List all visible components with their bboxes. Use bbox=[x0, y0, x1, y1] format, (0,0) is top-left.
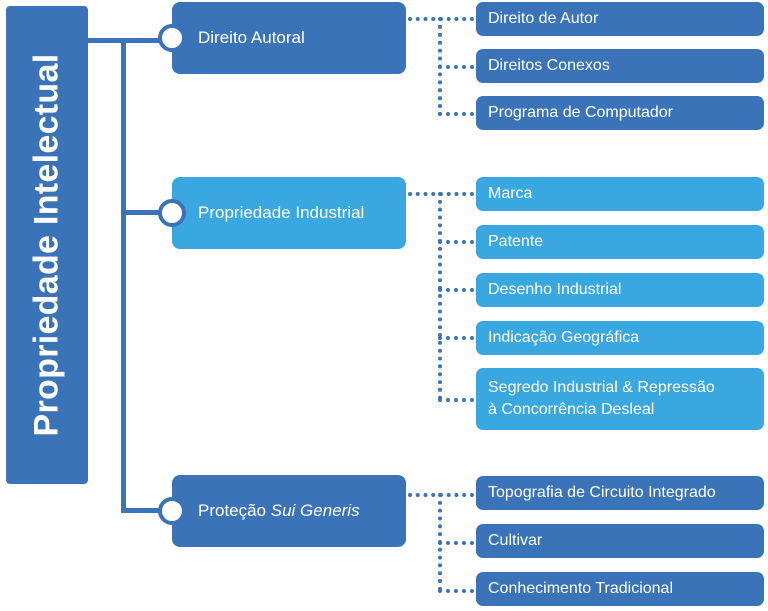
trunk-horizontal-line bbox=[88, 38, 172, 43]
dotted-connector bbox=[438, 398, 474, 402]
leaf-patente: Patente bbox=[476, 225, 764, 259]
dotted-connector bbox=[438, 192, 442, 400]
category-label: Direito Autoral bbox=[198, 28, 305, 47]
dotted-connector bbox=[438, 336, 474, 340]
leaf-cultivar: Cultivar bbox=[476, 524, 764, 558]
leaf-label: Conhecimento Tradicional bbox=[488, 580, 673, 597]
node-dot bbox=[158, 24, 186, 52]
dotted-connector bbox=[438, 112, 474, 116]
dotted-connector bbox=[438, 589, 474, 593]
dotted-connector bbox=[438, 288, 474, 292]
leaf-label: Programa de Computador bbox=[488, 104, 673, 121]
leaf-label: Direito de Autor bbox=[488, 10, 599, 27]
leaf-label: Direitos Conexos bbox=[488, 57, 610, 74]
leaf-indicacao-geografica: Indicação Geográfica bbox=[476, 321, 764, 355]
dotted-connector bbox=[438, 541, 474, 545]
leaf-programa-de-computador: Programa de Computador bbox=[476, 96, 764, 130]
leaf-label: Topografia de Circuito Integrado bbox=[488, 484, 716, 501]
leaf-label: Patente bbox=[488, 233, 544, 250]
leaf-direito-de-autor: Direito de Autor bbox=[476, 2, 764, 36]
category-protecao-sui-generis: Proteção Sui Generis bbox=[158, 475, 406, 547]
leaf-direitos-conexos: Direitos Conexos bbox=[476, 49, 764, 83]
dotted-connector bbox=[438, 240, 474, 244]
category-direito-autoral: Direito Autoral bbox=[158, 2, 406, 74]
leaf-conhecimento-tradicional: Conhecimento Tradicional bbox=[476, 572, 764, 606]
category-propriedade-industrial: Propriedade Industrial bbox=[158, 177, 406, 249]
leaf-label: Marca bbox=[488, 185, 533, 202]
trunk-vertical-line bbox=[121, 38, 126, 512]
category-label-emphasis: Sui Generis bbox=[270, 501, 360, 520]
category-label: Proteção bbox=[198, 501, 271, 520]
leaf-label: Cultivar bbox=[488, 532, 543, 549]
leaf-marca: Marca bbox=[476, 177, 764, 211]
root-label: Propriedade Intelectual bbox=[27, 53, 66, 437]
root-node: Propriedade Intelectual bbox=[6, 6, 88, 484]
branch-line-sui-generis bbox=[121, 508, 172, 513]
leaf-segredo-industrial: Segredo Industrial & Repressão à Concorr… bbox=[476, 368, 764, 430]
leaf-label: Indicação Geográfica bbox=[488, 329, 640, 346]
leaf-topografia-circuito-integrado: Topografia de Circuito Integrado bbox=[476, 476, 764, 510]
node-dot bbox=[158, 497, 186, 525]
node-dot bbox=[158, 199, 186, 227]
category-label: Propriedade Industrial bbox=[198, 203, 365, 222]
leaf-desenho-industrial: Desenho Industrial bbox=[476, 273, 764, 307]
branch-line-industrial bbox=[121, 210, 172, 215]
leaf-label: Desenho Industrial bbox=[488, 281, 622, 298]
leaf-label: Segredo Industrial & Repressão à Concorr… bbox=[488, 379, 715, 418]
dotted-connector bbox=[438, 65, 474, 69]
